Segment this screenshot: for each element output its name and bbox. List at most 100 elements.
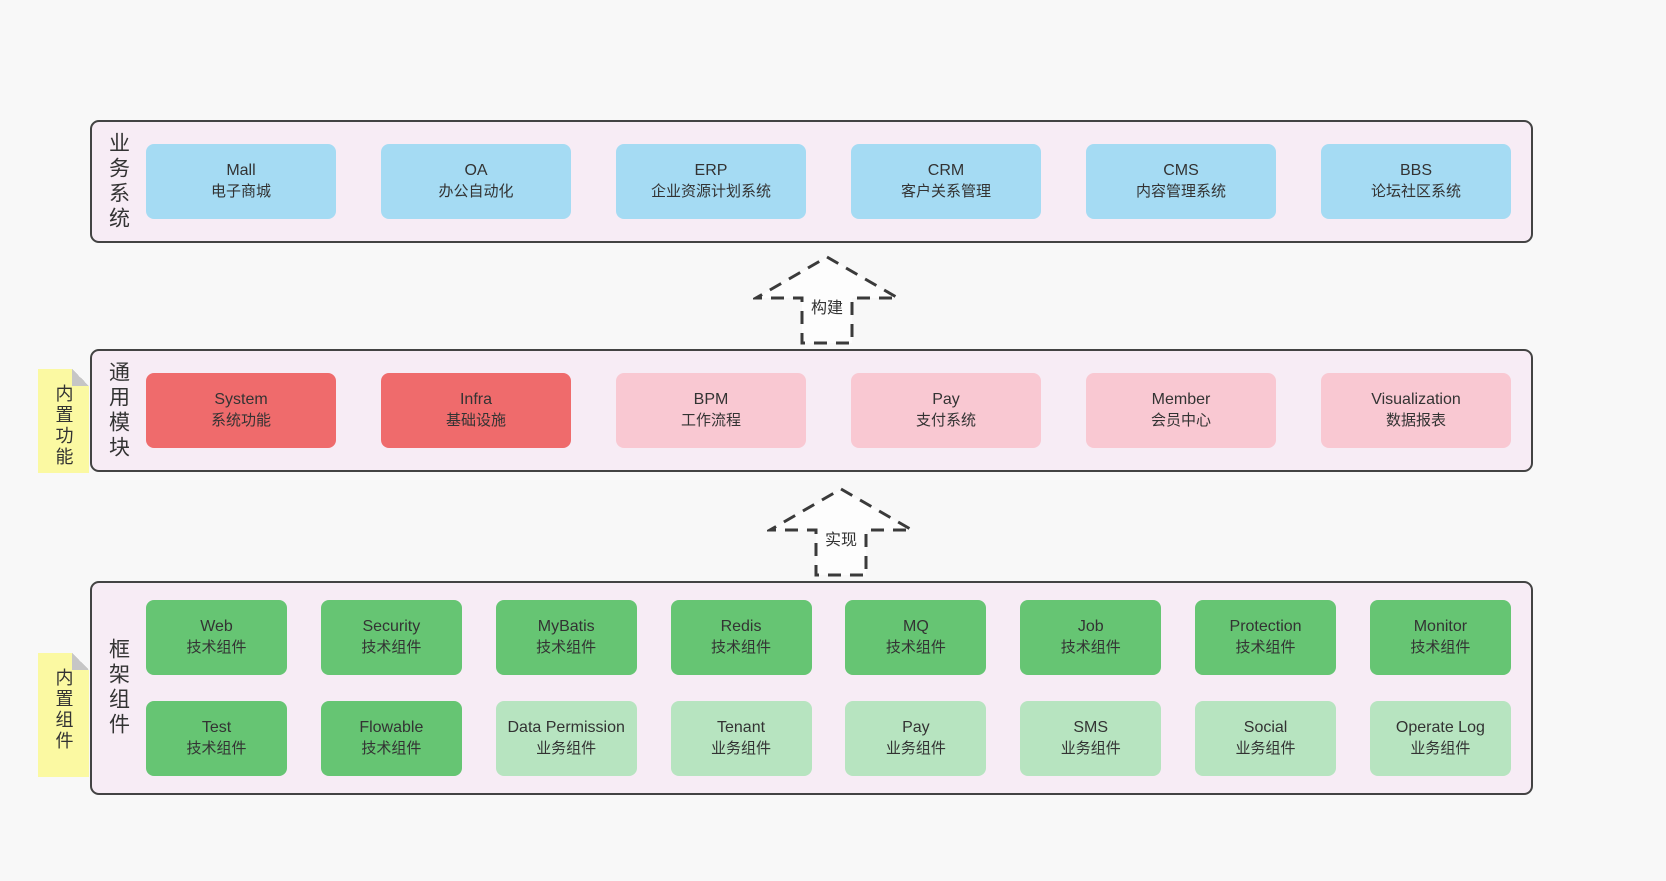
box-title: Visualization (1371, 391, 1461, 409)
components-row-2: Test 技术组件 Flowable 技术组件 Data Permission … (146, 701, 1511, 776)
framework-components-layer: 框架组件 Web 技术组件 Security 技术组件 MyBatis 技术组件… (90, 581, 1533, 795)
box-subtitle: 业务组件 (1410, 740, 1471, 758)
box-title: MQ (902, 618, 929, 636)
box-title: Redis (720, 618, 762, 636)
box-crm: CRM 客户关系管理 (851, 144, 1041, 219)
box-redis: Redis 技术组件 (670, 600, 812, 675)
folded-corner-icon (72, 653, 89, 670)
box-title: Infra (459, 391, 492, 409)
box-title: SMS (1073, 719, 1109, 737)
box-mall: Mall 电子商城 (146, 144, 336, 219)
layer-label-text: 通用模块 (106, 360, 130, 461)
box-title: Protection (1229, 618, 1302, 636)
box-subtitle: 基础设施 (445, 412, 506, 430)
box-infra: Infra 基础设施 (381, 373, 571, 448)
implement-arrow: 实现 (767, 486, 915, 578)
box-subtitle: 电子商城 (210, 183, 271, 201)
box-mybatis: MyBatis 技术组件 (495, 600, 637, 675)
box-title: Mall (226, 162, 256, 180)
box-pay-system: Pay 支付系统 (851, 373, 1041, 448)
box-subtitle: 业务组件 (885, 740, 946, 758)
box-subtitle: 业务组件 (536, 740, 597, 758)
box-subtitle: 支付系统 (915, 412, 976, 430)
box-system: System 系统功能 (146, 373, 336, 448)
box-tenant: Tenant 业务组件 (670, 701, 812, 776)
business-systems-layer-label: 业务系统 (92, 122, 144, 241)
box-subtitle: 技术组件 (186, 639, 247, 657)
built-in-components-note: 内置组件 (38, 653, 89, 777)
box-title: Operate Log (1395, 719, 1485, 737)
box-title: CRM (927, 162, 965, 180)
box-title: Flowable (359, 719, 424, 737)
box-subtitle: 技术组件 (536, 639, 597, 657)
box-member: Member 会员中心 (1086, 373, 1276, 448)
box-title: Data Permission (507, 719, 625, 737)
box-flowable: Flowable 技术组件 (320, 701, 462, 776)
framework-components-layer-label: 框架组件 (92, 583, 144, 793)
common-modules-layer-label: 通用模块 (92, 351, 144, 470)
box-subtitle: 论坛社区系统 (1370, 183, 1461, 201)
box-bpm: BPM 工作流程 (616, 373, 806, 448)
box-title: ERP (694, 162, 728, 180)
layer-label-text: 业务系统 (106, 131, 130, 232)
box-title: Job (1077, 618, 1104, 636)
box-title: Member (1151, 391, 1211, 409)
box-pay-component: Pay 业务组件 (845, 701, 987, 776)
box-sms: SMS 业务组件 (1020, 701, 1162, 776)
box-title: Pay (932, 391, 960, 409)
box-security: Security 技术组件 (320, 600, 462, 675)
box-title: CMS (1163, 162, 1199, 180)
box-title: Pay (902, 719, 930, 737)
box-title: BPM (693, 391, 729, 409)
box-visualization: Visualization 数据报表 (1321, 373, 1511, 448)
build-arrow-label: 构建 (807, 294, 847, 318)
box-subtitle: 技术组件 (885, 639, 946, 657)
implement-arrow-label: 实现 (821, 526, 861, 550)
box-subtitle: 数据报表 (1385, 412, 1446, 430)
box-mq: MQ 技术组件 (845, 600, 987, 675)
box-subtitle: 系统功能 (210, 412, 271, 430)
box-subtitle: 客户关系管理 (900, 183, 991, 201)
box-title: MyBatis (537, 618, 595, 636)
box-subtitle: 办公自动化 (438, 183, 514, 201)
box-monitor: Monitor 技术组件 (1369, 600, 1511, 675)
box-operate-log: Operate Log 业务组件 (1369, 701, 1511, 776)
box-title: System (214, 391, 268, 409)
layer-label-text: 框架组件 (106, 638, 130, 738)
box-social: Social 业务组件 (1195, 701, 1337, 776)
box-subtitle: 技术组件 (1235, 639, 1296, 657)
box-subtitle: 技术组件 (711, 639, 772, 657)
box-erp: ERP 企业资源计划系统 (616, 144, 806, 219)
box-title: Security (362, 618, 421, 636)
note-text: 内置功能 (53, 384, 74, 468)
box-title: Tenant (717, 719, 766, 737)
box-subtitle: 技术组件 (361, 740, 422, 758)
box-subtitle: 工作流程 (680, 412, 741, 430)
business-systems-layer: 业务系统 Mall 电子商城 OA 办公自动化 ERP 企业资源计划系统 CRM… (90, 120, 1533, 243)
box-subtitle: 技术组件 (1410, 639, 1471, 657)
box-subtitle: 技术组件 (186, 740, 247, 758)
box-cms: CMS 内容管理系统 (1086, 144, 1276, 219)
box-subtitle: 企业资源计划系统 (650, 183, 771, 201)
box-subtitle: 业务组件 (1235, 740, 1296, 758)
common-modules-layer: 通用模块 System 系统功能 Infra 基础设施 BPM 工作流程 Pay… (90, 349, 1533, 472)
box-title: Social (1243, 719, 1288, 737)
components-row-1: Web 技术组件 Security 技术组件 MyBatis 技术组件 Redi… (146, 600, 1511, 675)
note-text: 内置组件 (53, 668, 74, 752)
box-title: OA (464, 162, 488, 180)
box-title: Web (200, 618, 233, 636)
framework-components-grid: Web 技术组件 Security 技术组件 MyBatis 技术组件 Redi… (144, 583, 1531, 793)
box-title: Monitor (1413, 618, 1468, 636)
box-test: Test 技术组件 (146, 701, 287, 776)
box-subtitle: 业务组件 (711, 740, 772, 758)
box-protection: Protection 技术组件 (1195, 600, 1337, 675)
folded-corner-icon (72, 369, 89, 386)
box-subtitle: 会员中心 (1150, 412, 1211, 430)
box-bbs: BBS 论坛社区系统 (1321, 144, 1511, 219)
box-subtitle: 业务组件 (1060, 740, 1121, 758)
box-subtitle: 技术组件 (361, 639, 422, 657)
build-arrow: 构建 (753, 254, 901, 346)
box-job: Job 技术组件 (1020, 600, 1162, 675)
business-systems-row: Mall 电子商城 OA 办公自动化 ERP 企业资源计划系统 CRM 客户关系… (144, 122, 1531, 241)
box-subtitle: 内容管理系统 (1135, 183, 1226, 201)
